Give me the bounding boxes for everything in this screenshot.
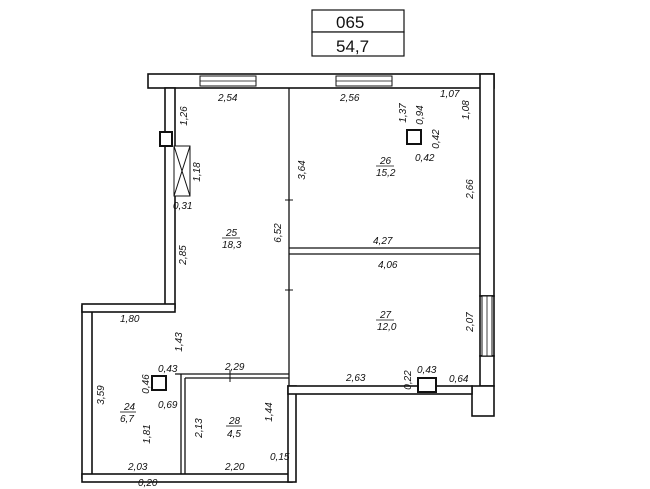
svg-text:2,54: 2,54 <box>217 93 238 104</box>
svg-text:0,20: 0,20 <box>138 478 158 489</box>
svg-text:2,20: 2,20 <box>224 462 245 473</box>
svg-text:15,2: 15,2 <box>376 168 396 179</box>
svg-text:6,52: 6,52 <box>273 223 284 243</box>
svg-text:3,64: 3,64 <box>297 160 308 180</box>
room-24: 24 6,7 <box>120 402 136 425</box>
svg-text:0,94: 0,94 <box>415 105 426 125</box>
svg-text:1,43: 1,43 <box>174 332 185 352</box>
svg-text:1,08: 1,08 <box>461 100 472 120</box>
apartment-number: 065 <box>336 13 364 32</box>
svg-text:2,66: 2,66 <box>465 179 476 200</box>
svg-text:0,42: 0,42 <box>431 129 442 149</box>
svg-text:1,37: 1,37 <box>398 103 409 123</box>
room-28: 28 4,5 <box>226 416 242 440</box>
right-window <box>481 295 493 357</box>
duct-cross <box>173 145 191 197</box>
apartment-area-box <box>311 31 405 57</box>
svg-text:3,59: 3,59 <box>96 385 107 405</box>
svg-text:2,29: 2,29 <box>224 362 245 373</box>
svg-text:25: 25 <box>225 228 238 239</box>
room-27: 27 12,0 <box>376 310 397 333</box>
svg-text:24: 24 <box>123 402 136 413</box>
svg-text:0,64: 0,64 <box>449 374 469 385</box>
svg-text:18,3: 18,3 <box>222 240 242 251</box>
svg-text:1,44: 1,44 <box>264 402 275 422</box>
room-25: 25 18,3 <box>222 228 242 251</box>
dimensions: 2,54 2,56 1,07 0,42 0,31 4,27 4,06 1,80 … <box>96 89 476 489</box>
left-shaft <box>159 131 173 147</box>
svg-text:1,18: 1,18 <box>192 162 203 182</box>
svg-text:1,80: 1,80 <box>120 314 140 325</box>
top-windows <box>199 75 393 87</box>
svg-text:0,31: 0,31 <box>173 201 192 212</box>
svg-text:4,5: 4,5 <box>227 429 241 440</box>
svg-text:2,03: 2,03 <box>127 462 148 473</box>
svg-text:1,26: 1,26 <box>179 106 190 126</box>
kitchen-shaft <box>417 377 437 393</box>
svg-text:0,15: 0,15 <box>270 452 290 463</box>
svg-text:2,63: 2,63 <box>345 373 366 384</box>
svg-text:0,69: 0,69 <box>158 400 178 411</box>
interior-walls <box>175 88 480 474</box>
svg-text:0,43: 0,43 <box>158 364 178 375</box>
svg-text:0,43: 0,43 <box>417 365 437 376</box>
partition-ticks <box>229 199 293 382</box>
room-26: 26 15,2 <box>376 156 396 179</box>
bath-shaft <box>151 375 167 391</box>
svg-text:2,13: 2,13 <box>194 418 205 439</box>
svg-text:27: 27 <box>379 310 392 321</box>
svg-text:2,56: 2,56 <box>339 93 360 104</box>
svg-text:0,42: 0,42 <box>415 153 435 164</box>
svg-text:26: 26 <box>379 156 392 167</box>
svg-text:1,81: 1,81 <box>142 424 153 443</box>
svg-text:2,07: 2,07 <box>465 312 476 333</box>
svg-text:4,27: 4,27 <box>373 236 393 247</box>
svg-text:4,06: 4,06 <box>378 260 398 271</box>
svg-text:0,46: 0,46 <box>141 374 152 394</box>
ventilation-shaft <box>406 129 422 145</box>
svg-text:6,7: 6,7 <box>120 414 134 425</box>
svg-text:1,07: 1,07 <box>440 89 460 100</box>
svg-text:0,22: 0,22 <box>403 370 414 390</box>
svg-text:2,85: 2,85 <box>178 245 189 266</box>
svg-text:12,0: 12,0 <box>377 322 397 333</box>
svg-text:28: 28 <box>228 416 241 427</box>
apartment-area: 54,7 <box>336 37 369 56</box>
